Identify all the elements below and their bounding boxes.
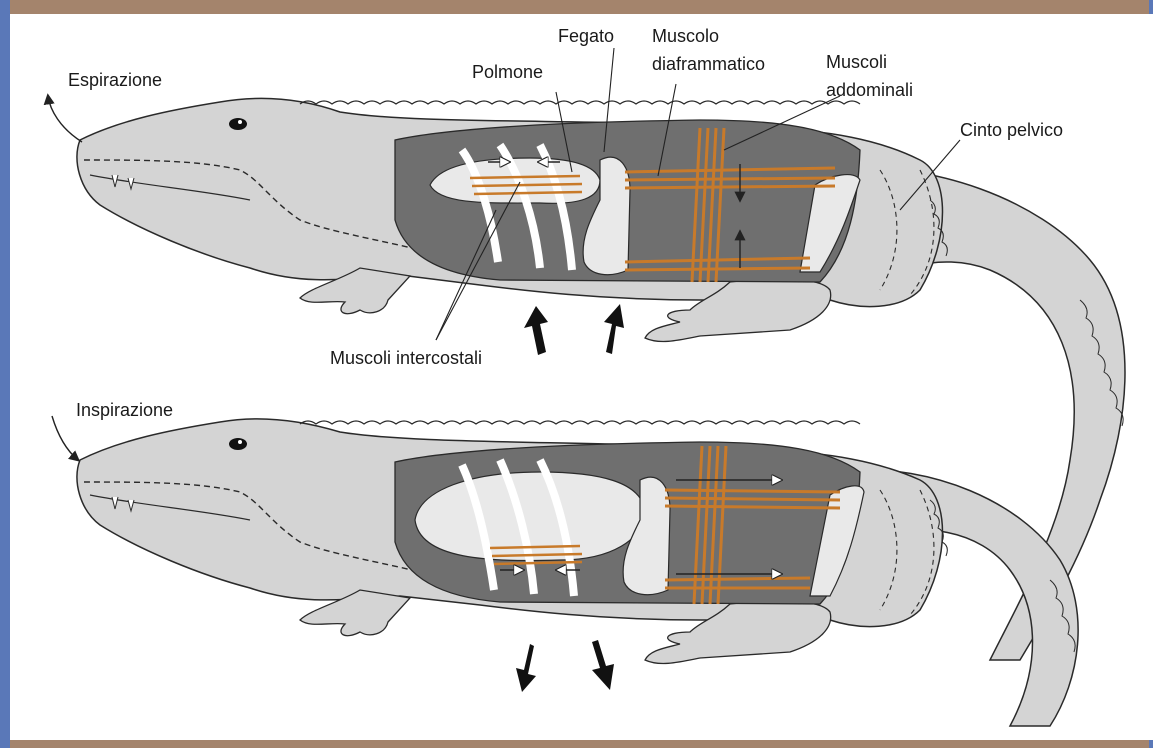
label-inspirazione: Inspirazione (76, 400, 173, 420)
scutes-bottom (300, 421, 860, 424)
label-addominali-line1: Muscoli (826, 52, 887, 72)
big-arrow-up-2 (604, 304, 624, 354)
big-arrow-up-1 (524, 306, 548, 355)
label-cinto-pelvico: Cinto pelvico (960, 120, 1063, 140)
label-muscolo-line2: diaframmatico (652, 54, 765, 74)
label-polmone: Polmone (472, 62, 543, 82)
inhale-arrow (52, 416, 78, 460)
big-arrow-down-1 (516, 644, 536, 692)
label-muscolo-line1: Muscolo (652, 26, 719, 46)
crocodile-inspiration (52, 416, 1078, 726)
big-arrow-down-2 (592, 640, 614, 690)
exhale-arrow (48, 96, 82, 142)
eye-bottom (229, 438, 247, 450)
eye-highlight-top (238, 120, 242, 124)
eye-highlight-bottom (238, 440, 242, 444)
label-fegato: Fegato (558, 26, 614, 46)
eye-top (229, 118, 247, 130)
label-espirazione: Espirazione (68, 70, 162, 90)
scutes-top (300, 101, 860, 104)
label-addominali-line2: addominali (826, 80, 913, 100)
label-muscoli-intercostali: Muscoli intercostali (330, 348, 482, 368)
